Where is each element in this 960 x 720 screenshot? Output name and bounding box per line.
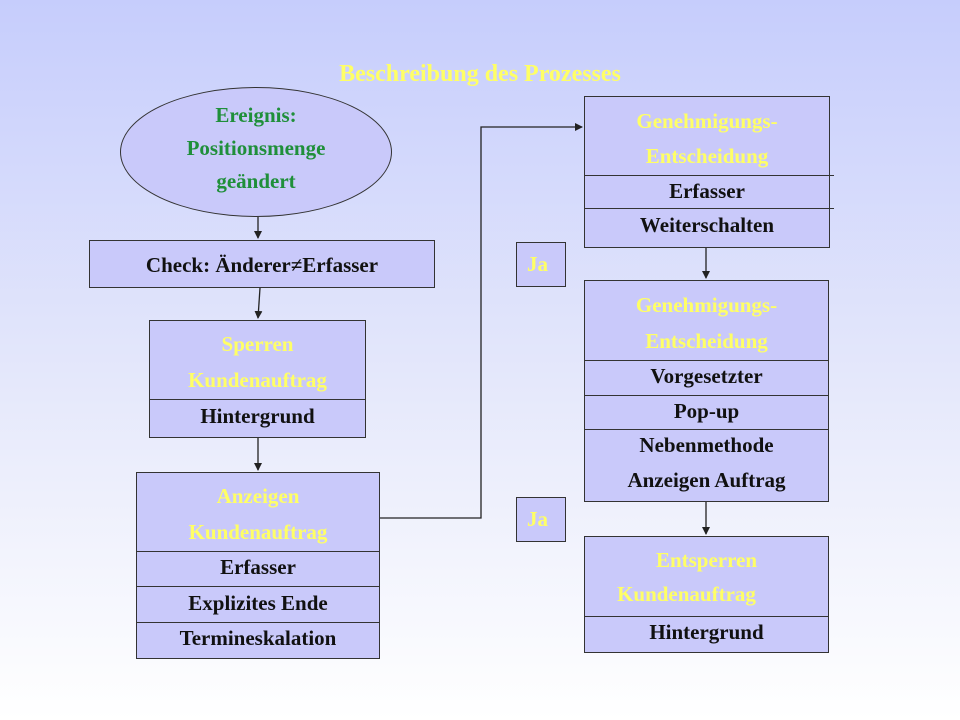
anzeigen-divider-1 <box>137 551 379 552</box>
genehmigung2-divider-3 <box>585 429 828 430</box>
genehmigung1-row-weiterschalten: Weiterschalten <box>639 213 775 237</box>
event-line3: geändert <box>216 169 296 193</box>
sperren-box: Sperren Kundenauftrag Hintergrund <box>149 320 366 438</box>
event-ellipse <box>120 87 392 217</box>
event-line1: Ereignis: <box>215 103 297 127</box>
check-label: Check: Änderer≠Erfasser <box>145 253 379 277</box>
ja-label-1: Ja <box>516 242 566 287</box>
genehmigung2-row-vorgesetzter: Vorgesetzter <box>650 364 763 388</box>
genehmigung2-divider-1 <box>585 360 828 361</box>
genehmigung1-row-erfasser: Erfasser <box>669 179 745 203</box>
genehmigung2-heading-line1: Genehmigungs- <box>635 293 778 317</box>
genehmigung1-divider-2 <box>585 208 834 209</box>
entsperren-heading-line2: Kundenauftrag <box>617 582 756 606</box>
genehmigung2-row-popup: Pop-up <box>673 399 740 423</box>
genehmigung2-row-nebenmethode: Nebenmethode <box>639 433 774 457</box>
genehmigung2-divider-2 <box>585 395 828 396</box>
genehmigung1-divider-1 <box>585 175 834 176</box>
sperren-row-hintergrund: Hintergrund <box>200 404 315 428</box>
event-label: Ereignis: Positionsmenge geändert <box>120 99 392 198</box>
genehmigung1-heading-line1: Genehmigungs- <box>636 109 778 133</box>
ja-label-2: Ja <box>516 497 566 542</box>
genehmigung2-row-anzeigen-auftrag: Anzeigen Auftrag <box>627 468 786 492</box>
anzeigen-heading-line1: Anzeigen <box>216 484 300 508</box>
genehmigung2-heading-line2: Entscheidung <box>645 329 768 353</box>
entsperren-row-hintergrund: Hintergrund <box>649 620 764 644</box>
sperren-heading-line1: Sperren <box>221 332 294 356</box>
genehmigung1-box: Genehmigungs- Entscheidung Erfasser Weit… <box>584 96 834 248</box>
arrow-anzeigen-to-genehmigung1 <box>380 123 583 519</box>
diagram-title: Beschreibung des Prozesses <box>339 61 621 87</box>
sperren-divider <box>150 399 365 400</box>
anzeigen-row-erfasser: Erfasser <box>220 555 296 579</box>
anzeigen-divider-3 <box>137 622 379 623</box>
entsperren-box: Entsperren Kundenauftrag Hintergrund <box>584 536 829 653</box>
sperren-heading-line2: Kundenauftrag <box>188 368 327 392</box>
entsperren-heading-line1: Entsperren <box>655 548 758 572</box>
genehmigung2-box: Genehmigungs- Entscheidung Vorgesetzter … <box>584 280 829 502</box>
anzeigen-row-explizites-ende: Explizites Ende <box>188 591 328 615</box>
anzeigen-heading-line2: Kundenauftrag <box>188 520 328 544</box>
genehmigung1-heading-line2: Entscheidung <box>645 144 769 168</box>
entsperren-divider <box>585 616 828 617</box>
anzeigen-box: Anzeigen Kundenauftrag Erfasser Explizit… <box>136 472 380 659</box>
arrow-check-to-sperren <box>254 287 263 319</box>
anzeigen-row-termineskalation: Termineskalation <box>179 626 337 650</box>
check-box: Check: Änderer≠Erfasser <box>89 240 435 288</box>
event-line2: Positionsmenge <box>186 136 326 160</box>
anzeigen-divider-2 <box>137 586 379 587</box>
